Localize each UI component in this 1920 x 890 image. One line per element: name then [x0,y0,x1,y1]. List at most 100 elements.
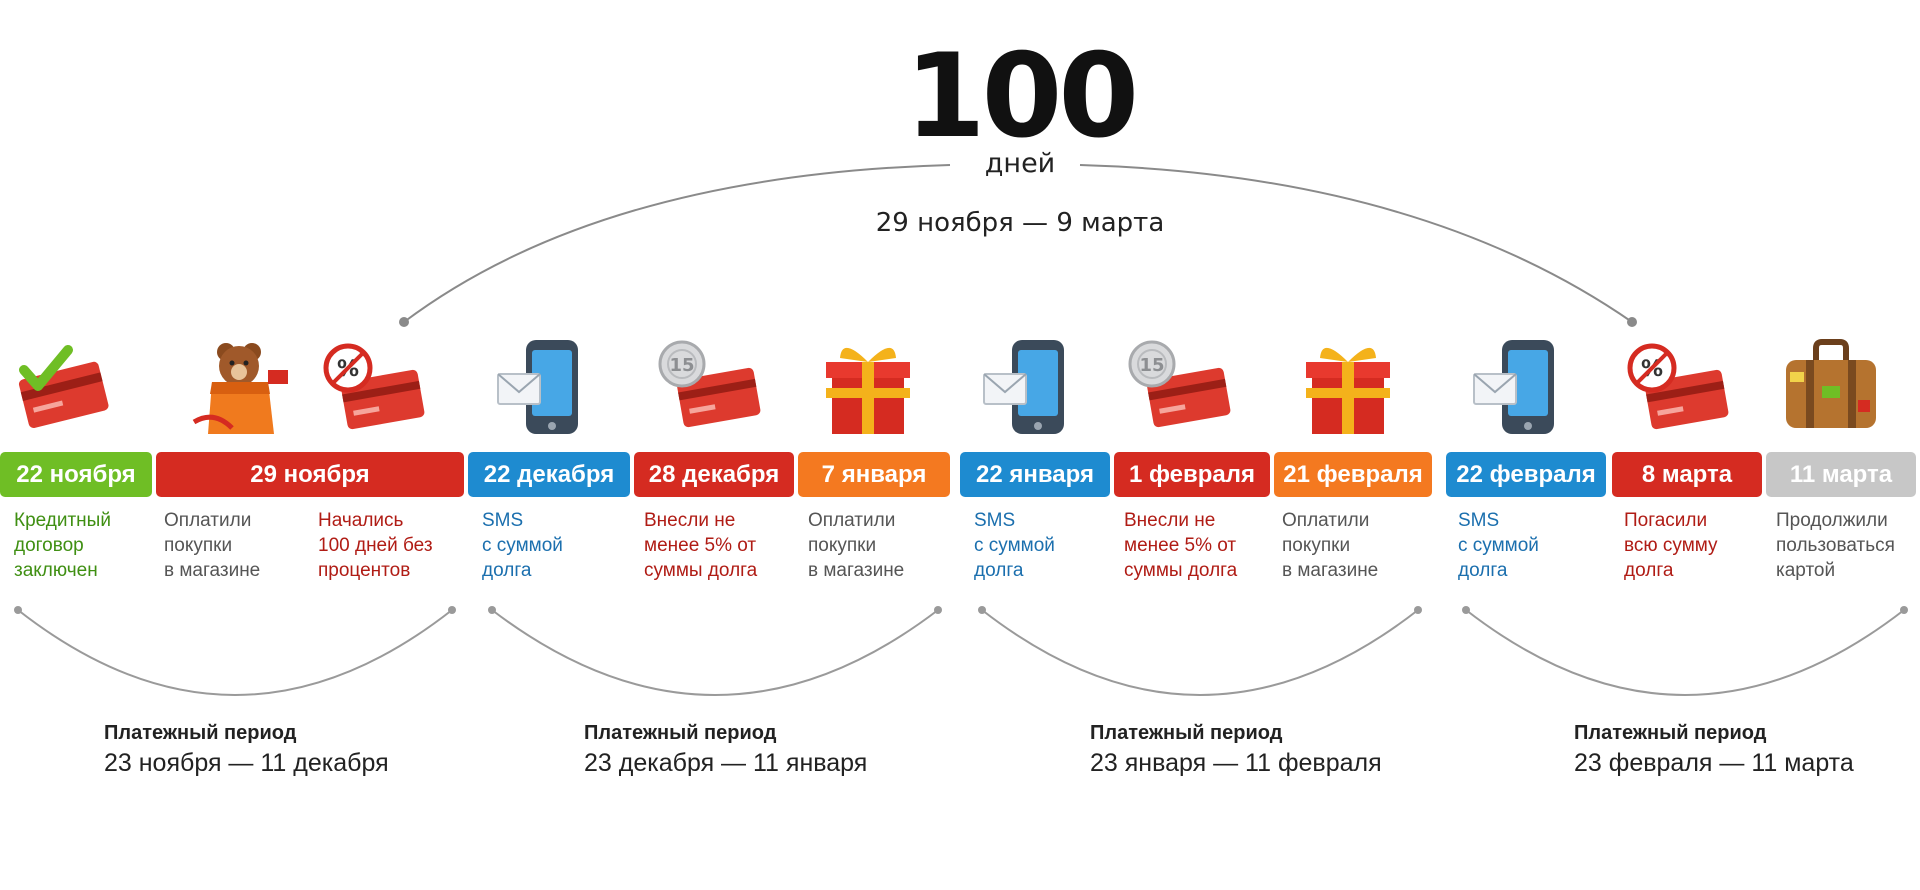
desc-line: покупки [808,535,877,556]
period-arc-4 [1465,609,1905,696]
date-bar-7-january: 7 января [798,452,950,497]
event-description-interest-free-start: Начались 100 дней без процентов [318,508,468,583]
desc-line: процентов [318,560,411,581]
desc-line: Внесли не [1124,510,1216,531]
credit-card-coin-icon: 15 [652,330,762,440]
date-bar-11-march: 11 марта [1766,452,1916,497]
desc-line: Оплатили [808,510,896,531]
date-bar-22-december: 22 декабря [468,452,630,497]
desc-line: пользоваться [1776,535,1895,556]
period-arc-3 [981,609,1419,696]
period-arc-2 [491,609,939,696]
event-description-sms: SMS с суммой долга [1458,508,1608,583]
desc-line: с суммой [1458,535,1539,556]
desc-line: Начались [318,510,404,531]
period-arc-2-dot [488,606,496,614]
payment-period-3: Платежный период 23 января — 11 февраля [1090,722,1382,778]
desc-line: суммы долга [644,560,758,581]
hundred-day-arc-right [1079,164,1633,323]
phone-sms-icon [492,330,602,440]
period-arc-3-dot [978,606,986,614]
date-bar-8-march: 8 марта [1612,452,1762,497]
phone-sms-icon [978,330,1088,440]
event-description-sms: SMS с суммой долга [482,508,632,583]
event-description-purchases: Оплатили покупки в магазине [1282,508,1432,583]
payment-period-label: Платежный период [1574,722,1767,744]
desc-line: Внесли не [644,510,736,531]
payment-period-dates: 23 февраля — 11 марта [1574,749,1854,777]
hundred-day-arc-end-dot [1627,317,1637,327]
date-bar-22-november: 22 ноября [0,452,152,497]
desc-line: SMS [1458,510,1500,531]
payment-period-dates: 23 декабря — 11 января [584,749,868,777]
payment-period-1: Платежный период 23 ноября — 11 декабря [104,722,389,778]
event-description-purchases: Оплатили покупки в магазине [164,508,314,583]
desc-line: долга [1624,560,1674,581]
desc-line: Оплатили [164,510,252,531]
desc-line: покупки [1282,535,1351,556]
desc-line: в магазине [808,560,905,581]
payment-period-label: Платежный период [584,722,777,744]
payment-period-2: Платежный период 23 декабря — 11 января [584,722,867,778]
date-bar-21-february: 21 февраля [1274,452,1432,497]
period-arc-1-dot [14,606,22,614]
event-description-min-payment: Внесли не менее 5% от суммы долга [1124,508,1274,583]
date-bar-22-january: 22 января [960,452,1110,497]
desc-line: Кредитный [14,510,111,531]
event-description-continue-using: Продолжили пользоваться картой [1776,508,1916,583]
suitcase-icon [1776,330,1886,440]
desc-line: картой [1776,560,1836,581]
hundred-day-arc-left [403,164,951,323]
period-arc-1-dot-end [448,606,456,614]
desc-line: Погасили [1624,510,1708,531]
desc-line: 100 дней без [318,535,433,556]
svg-text:15: 15 [1139,355,1164,376]
payment-period-4: Платежный период 23 февраля — 11 марта [1574,722,1854,778]
hundred-days-range: 29 ноября — 9 марта [875,208,1165,238]
desc-line: менее 5% от [1124,535,1237,556]
teddy-bear-shopping-bag-icon [188,330,298,440]
desc-line: в магазине [1282,560,1379,581]
desc-line: в магазине [164,560,261,581]
desc-line: долга [1458,560,1508,581]
desc-line: покупки [164,535,233,556]
credit-card-check-icon [8,330,118,440]
payment-period-dates: 23 января — 11 февраля [1090,749,1382,777]
gift-box-icon [1292,330,1402,440]
desc-line: Продолжили [1776,510,1888,531]
event-description-purchases: Оплатили покупки в магазине [808,508,958,583]
event-description-contract: Кредитный договор заключен [14,508,164,583]
event-description-min-payment: Внесли не менее 5% от суммы долга [644,508,794,583]
payment-period-label: Платежный период [1090,722,1283,744]
gift-box-icon [812,330,922,440]
phone-sms-icon [1468,330,1578,440]
period-arc-2-dot-end [934,606,942,614]
desc-line: суммы долга [1124,560,1238,581]
date-bar-29-november: 29 ноября [156,452,464,497]
desc-line: договор [14,535,84,556]
desc-line: всю сумму [1624,535,1718,556]
credit-card-percent-icon: % [318,330,428,440]
desc-line: менее 5% от [644,535,757,556]
hundred-days-unit: дней [984,148,1056,179]
event-description-full-repayment: Погасили всю сумму долга [1624,508,1774,583]
date-bar-1-february: 1 февраля [1114,452,1270,497]
desc-line: долга [974,560,1024,581]
payment-period-dates: 23 ноября — 11 декабря [104,749,389,777]
desc-line: SMS [974,510,1016,531]
credit-card-percent-icon: % [1622,330,1732,440]
period-arc-4-dot [1462,606,1470,614]
payment-period-label: Платежный период [104,722,297,744]
period-arc-3-dot-end [1414,606,1422,614]
date-bar-28-december: 28 декабря [634,452,794,497]
credit-card-coin-icon: 15 [1122,330,1232,440]
desc-line: с суммой [974,535,1055,556]
desc-line: долга [482,560,532,581]
desc-line: Оплатили [1282,510,1370,531]
hundred-day-arc-start-dot [399,317,409,327]
desc-line: заключен [14,560,98,581]
svg-text:15: 15 [669,355,694,376]
date-bar-22-february: 22 февраля [1446,452,1606,497]
